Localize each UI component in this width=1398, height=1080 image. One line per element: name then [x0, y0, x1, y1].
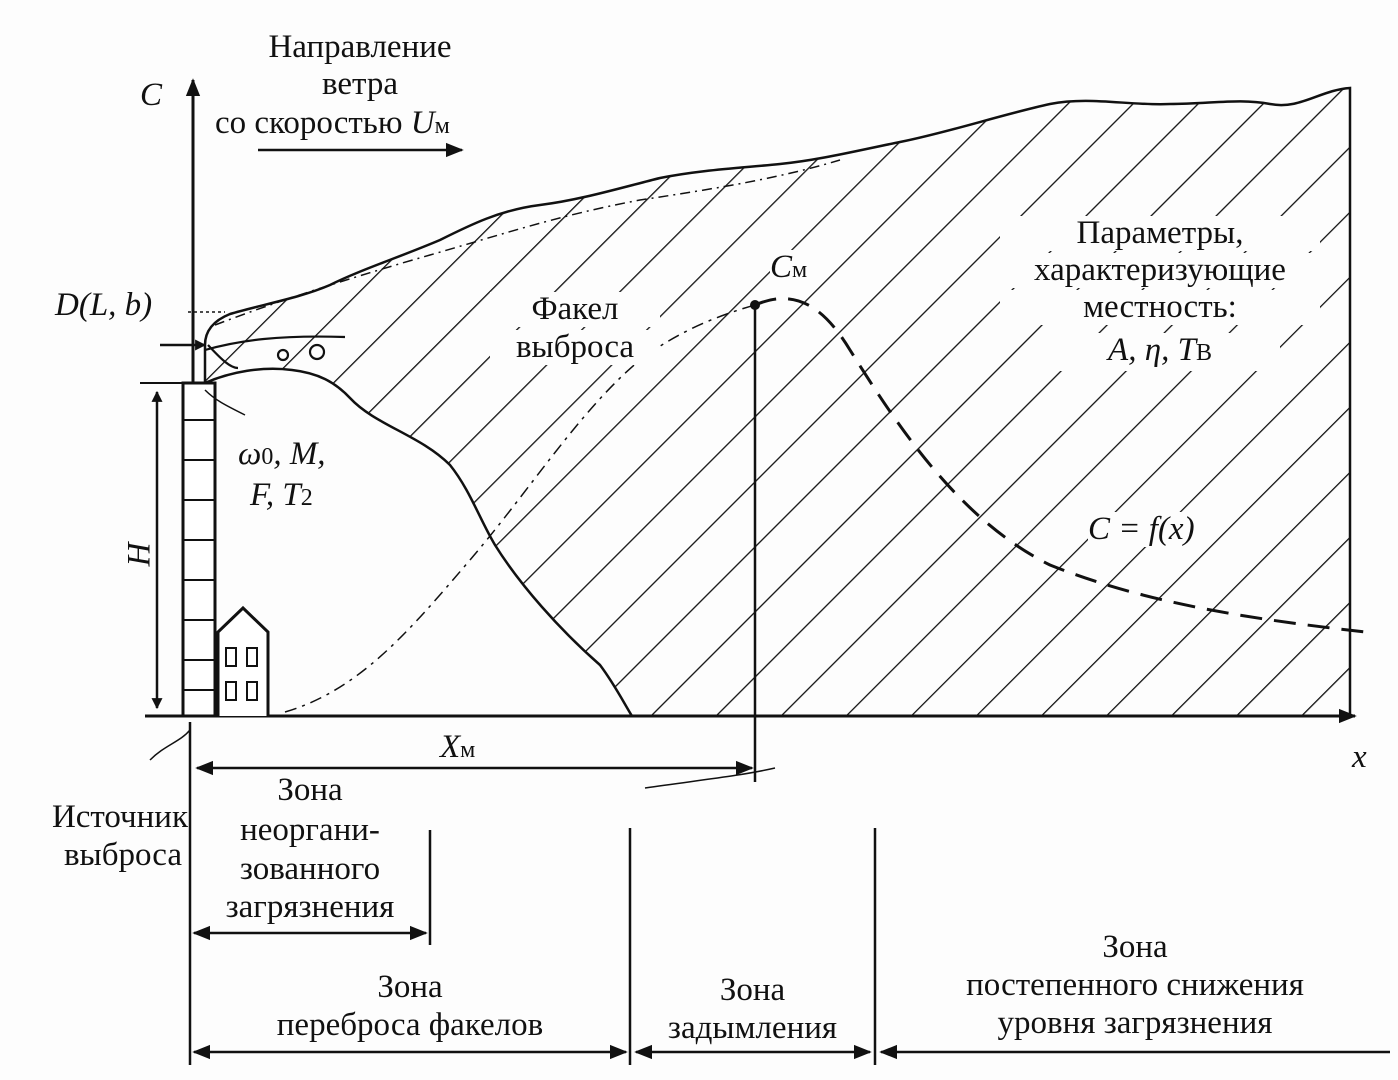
source-size-label: D(L, b) — [55, 287, 153, 323]
zone-unorganized-line1: Зона — [277, 772, 343, 808]
height-label: H — [121, 542, 158, 567]
zone-unorganized-line4: загрязнения — [225, 889, 395, 925]
zone-unorganized-line3: зованного — [239, 851, 381, 887]
terrain-params-line3: местность: — [1000, 290, 1320, 325]
terrain-symbols: A, η, T — [1108, 332, 1196, 368]
smoke-puffs — [204, 335, 346, 370]
zone-transfer-line1: Зона — [377, 969, 443, 1005]
terrain-params-line4: A, η, TB — [1040, 333, 1280, 371]
xm-symbol: X — [440, 729, 461, 765]
zone-decrease-line2: постепенного снижения — [966, 967, 1304, 1003]
xm-subscript: м — [460, 737, 476, 763]
y-axis-label: C — [140, 77, 163, 113]
max-concentration-label: Cм — [770, 249, 808, 288]
terrain-params-line1: Параметры, — [1000, 216, 1320, 251]
wind-speed-phrase: со скоростью — [215, 105, 403, 141]
emission-params-line1: ω0, M, — [238, 437, 326, 475]
terrain-params-line2: характеризующие — [1000, 253, 1320, 288]
wind-title-line2: ветра — [321, 66, 398, 102]
zone-transfer-line2: переброса факелов — [276, 1007, 544, 1043]
zone-smoke-line2: задымления — [667, 1010, 838, 1046]
terrain-temp-subscript: B — [1195, 340, 1212, 366]
concentration-curve — [754, 297, 1366, 634]
zone-decrease-line3: уровня загрязнения — [997, 1005, 1273, 1041]
cm-subscript: м — [792, 257, 808, 283]
house-icon — [216, 605, 270, 716]
omega-symbol: ω — [238, 436, 262, 472]
emission-params-line2: F, T2 — [250, 478, 313, 516]
wind-title-line1: Направление — [268, 29, 452, 65]
omega-subscript: 0 — [261, 444, 274, 470]
plume-hatched-area — [203, 86, 1352, 718]
source-label-line2: выброса — [63, 837, 182, 873]
wind-speed-symbol: U — [410, 105, 435, 141]
zone-smoke-line1: Зона — [719, 972, 786, 1008]
chimney — [181, 381, 217, 718]
temp-subscript: 2 — [300, 485, 313, 511]
cm-symbol: C — [770, 249, 793, 285]
wind-speed-subscript: м — [434, 113, 450, 139]
plume-lower-boundary — [284, 304, 756, 713]
xm-label: Xм — [440, 730, 475, 768]
x-axis-label: x — [1352, 739, 1367, 775]
emission-f-t: F, T — [250, 477, 301, 513]
source-label-line1: Источник — [51, 799, 188, 835]
zone-unorganized-line2: неоргани- — [240, 812, 380, 848]
plume-label-line2: выброса — [490, 330, 660, 365]
plume-label-line1: Факел — [490, 292, 660, 327]
function-label: C = f(x) — [1088, 511, 1195, 547]
wind-speed-text: со скоростью Uм — [215, 106, 450, 144]
zone-decrease-line1: Зона — [1102, 929, 1168, 965]
emission-mass: , M, — [273, 436, 326, 472]
plume-boundary-line — [214, 159, 841, 326]
